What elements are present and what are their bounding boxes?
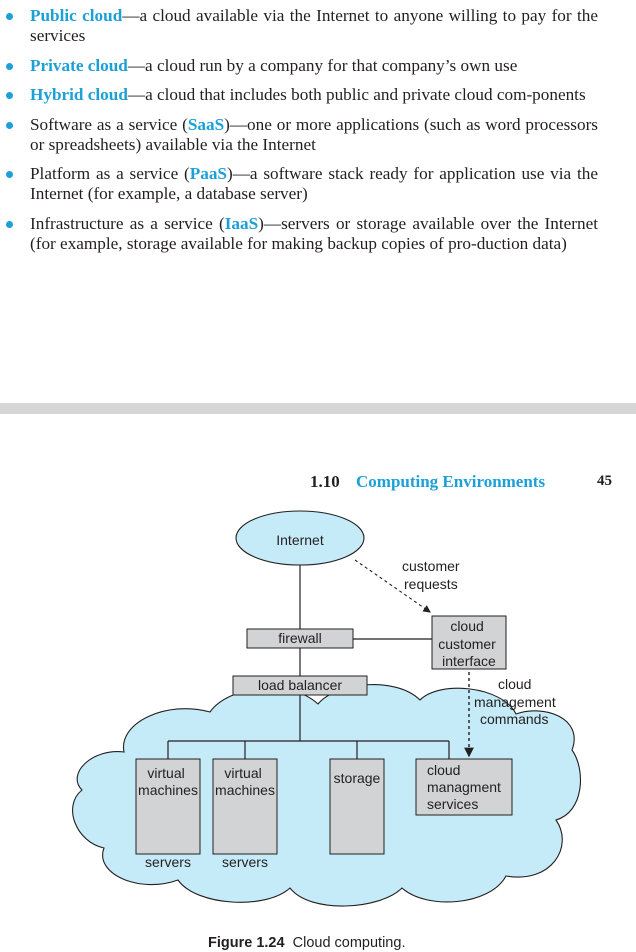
vm-label-line: machines [215,782,275,798]
bullet-icon [6,121,13,129]
services-label-line: cloud [427,762,460,778]
interface-label-line: customer [438,636,496,652]
vm-label-line: virtual [147,765,184,781]
interface-label-line: cloud [450,618,483,634]
section-title: Computing Environments [356,472,546,491]
cloud-computing-diagram: Internet firewall load balancer customer… [72,510,582,907]
firewall-label: firewall [278,630,322,646]
list-item: Private cloud—a cloud run by a company f… [0,56,636,76]
internet-label: Internet [276,532,324,548]
servers-label: servers [145,854,191,870]
cloud-management-services-box [415,758,513,816]
bullet-lead: Software as a service ( [30,114,188,134]
caption-text: Cloud computing. [292,935,406,951]
cloud-customer-interface-box [431,615,507,670]
bullet-icon [6,13,13,20]
cloud-management-services-label: cloud managment services [427,762,505,812]
page-top: Public cloud—a cloud available via the I… [0,0,636,403]
bullet-icon [6,92,13,100]
cloud-types-list: Public cloud—a cloud available via the I… [0,6,636,264]
load-balancer-label: load balancer [258,677,342,693]
bullet-text: )—servers or storage available over the … [30,213,598,253]
vm-label-line: virtual [224,765,261,781]
bullet-icon [6,171,13,179]
list-item: Public cloud—a cloud available via the I… [0,6,636,46]
bullet-text: —a cloud available via the Internet to a… [30,6,598,45]
list-item: Software as a service (SaaS)—one or more… [0,115,636,155]
list-item: Hybrid cloud—a cloud that includes both … [0,85,636,105]
virtual-machines-label: virtual machines [138,765,198,798]
bullet-term: Hybrid cloud [30,85,128,105]
management-commands-line: commands [480,711,548,727]
figure-number: Figure 1.24 [208,935,285,951]
section-number: 1.10 [310,472,340,491]
bullet-icon [6,62,13,70]
management-commands-line: management [474,694,556,710]
page-number: 45 [597,473,612,489]
virtual-machines-label: virtual machines [215,765,275,798]
servers-label: servers [222,854,268,870]
server-box [135,758,201,855]
interface-label-line: interface [442,653,496,669]
running-head: 1.10 Computing Environments 45 [0,470,636,494]
load-balancer-box [232,675,368,696]
bullet-term: Private cloud [30,55,128,75]
vm-label-line: machines [138,782,198,798]
services-label-line: managment [427,779,501,795]
bullet-text: —a cloud that includes both public and p… [127,85,586,105]
services-label-line: services [427,796,478,812]
bullet-lead: Platform as a service ( [30,164,190,184]
bullet-icon [6,220,13,228]
bullet-term: Public cloud [30,6,123,25]
bullet-term: SaaS [187,114,225,134]
page-separator [0,403,636,414]
bullet-term: PaaS [189,164,227,184]
figure-caption: Figure 1.24 Cloud computing. [208,935,405,951]
bullet-lead: Infrastructure as a service ( [30,213,225,233]
cloud-customer-interface-label: cloud customer interface [438,618,499,669]
storage-label: storage [334,770,381,786]
bullet-text: —a cloud run by a company for that compa… [127,55,518,75]
bullet-term: IaaS [224,213,259,233]
list-item: Platform as a service (PaaS)—a software … [0,164,636,204]
server-box [212,758,278,855]
list-item: Infrastructure as a service (IaaS)—serve… [0,214,636,254]
bullet-text: )—one or more applications (such as word… [30,114,598,154]
management-commands-line: cloud [498,676,531,692]
customer-requests-line: requests [404,576,458,592]
storage-box [329,758,385,855]
customer-requests-line: customer [402,558,460,574]
management-commands-label: cloud management commands [474,676,560,727]
bullet-text: )—a software stack ready for application… [30,164,598,204]
customer-requests-label: customer requests [402,558,463,592]
